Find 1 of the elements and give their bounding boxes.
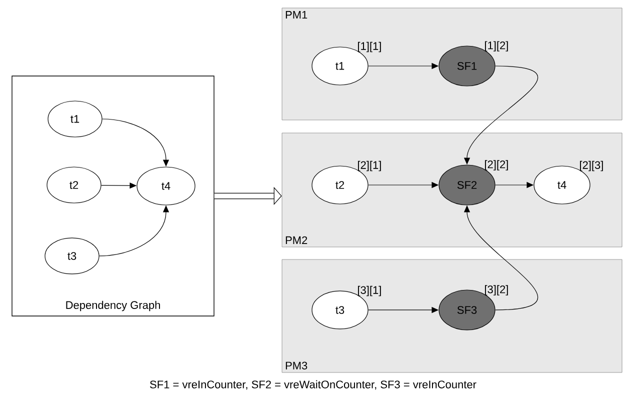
- caption: SF1 = vreInCounter, SF2 = vreWaitOnCounter, SF3 = vreInCounter: [150, 380, 476, 390]
